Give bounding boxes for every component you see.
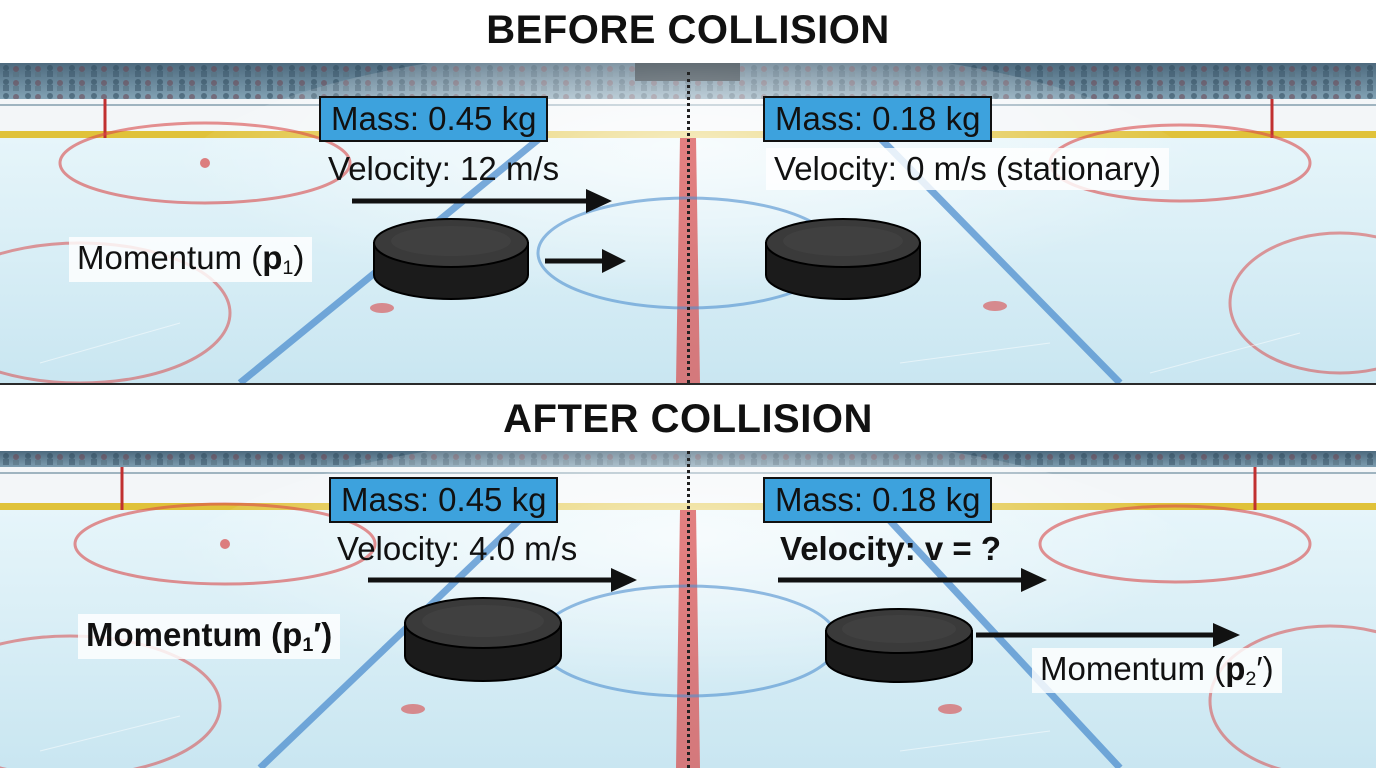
- momentum-close: ′): [1256, 650, 1274, 687]
- momentum-subscript: 1: [282, 256, 294, 279]
- momentum-symbol: p: [262, 239, 283, 276]
- before-puck2-mass: Mass: 0.18 kg: [763, 96, 993, 142]
- arrow-right-icon: [976, 623, 1240, 647]
- after-puck2-mass: Mass: 0.18 kg: [763, 477, 993, 523]
- center-divider: [687, 72, 690, 383]
- arrow-right-icon: [545, 249, 626, 273]
- momentum-text: Momentum (: [86, 616, 283, 653]
- before-puck1-velocity: Velocity: 12 m/s: [328, 150, 560, 187]
- arrow-right-icon: [352, 189, 612, 213]
- momentum-text: Momentum (: [1040, 650, 1226, 687]
- after-puck2-momentum: Momentum (p2′): [1032, 648, 1282, 693]
- arrow-right-icon: [778, 568, 1047, 592]
- after-puck1-momentum: Momentum (p1′): [78, 614, 341, 659]
- hockey-puck-icon: [825, 608, 973, 683]
- momentum-subscript: 1: [302, 633, 314, 656]
- center-divider: [687, 451, 690, 768]
- after-puck2-velocity: Velocity: v = ?: [780, 530, 1002, 567]
- hockey-puck-icon: [404, 597, 562, 682]
- momentum-symbol: p: [1225, 650, 1246, 687]
- before-puck1-mass: Mass: 0.45 kg: [319, 96, 549, 142]
- momentum-close: ): [293, 239, 305, 276]
- momentum-subscript: 2: [1245, 667, 1257, 690]
- momentum-text: Momentum (: [77, 239, 263, 276]
- before-collision-title: BEFORE COLLISION: [486, 8, 890, 52]
- before-puck1-momentum: Momentum (p1): [69, 237, 313, 282]
- after-puck1-mass: Mass: 0.45 kg: [329, 477, 559, 523]
- arrow-right-icon: [368, 568, 637, 592]
- after-collision-title: AFTER COLLISION: [503, 397, 873, 441]
- momentum-symbol: p: [282, 616, 303, 653]
- hockey-puck-icon: [373, 218, 529, 300]
- momentum-close: ′): [313, 616, 333, 653]
- after-puck1-velocity: Velocity: 4.0 m/s: [337, 530, 578, 567]
- hockey-puck-icon: [765, 218, 921, 300]
- before-puck2-velocity: Velocity: 0 m/s (stationary): [766, 148, 1169, 190]
